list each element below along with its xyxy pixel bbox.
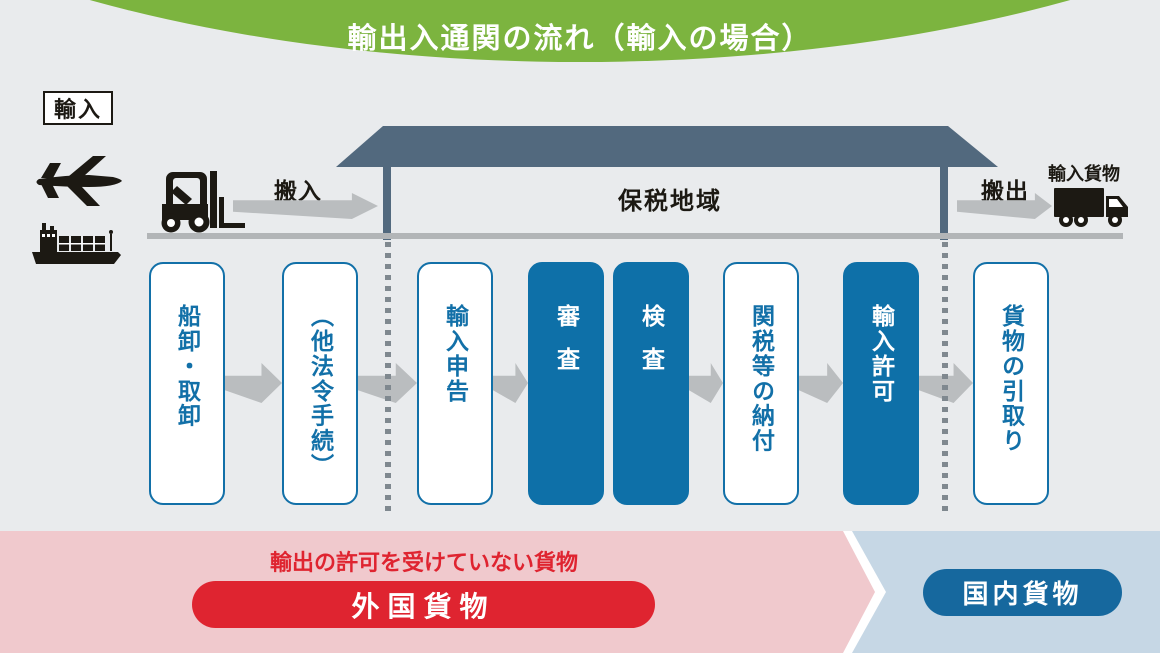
domestic-goods-pill: 国内貨物: [923, 569, 1122, 616]
step-label: （他法令手続）: [307, 304, 334, 478]
step-label: 輸入申告: [442, 304, 469, 404]
carry-out-label: 搬出: [981, 178, 1029, 204]
forklift-icon: [161, 171, 245, 233]
warehouse-right-pillar: [940, 165, 948, 240]
step-label: 船卸・取卸: [174, 304, 201, 429]
bonded-area-label: 保税地域: [618, 188, 722, 215]
step-box-cargo-pickup: 貨物の引取り: [973, 262, 1049, 505]
cargo-ship-icon: [32, 223, 121, 264]
flow-arrow: [689, 363, 723, 403]
truck-icon: [1054, 188, 1128, 227]
step-box-inspection: 検査: [613, 262, 689, 505]
foreign-goods-note: 輸出の許可を受けていない貨物: [269, 550, 578, 575]
foreign-goods-pill: 外国貨物: [192, 581, 655, 628]
step-label: 貨物の引取り: [998, 304, 1025, 454]
ground-line: [147, 233, 1123, 239]
flow-arrow: [493, 363, 528, 403]
boundary-dotted-line-left: [385, 242, 391, 514]
step-label: 関税等の納付: [748, 304, 775, 454]
import-tag: 輸入: [43, 91, 113, 125]
boundary-dotted-line-right: [942, 242, 948, 514]
step-label: 輸入許可: [868, 304, 895, 404]
step-box-duty-payment: 関税等の納付: [723, 262, 799, 505]
step-box-import-declaration: 輸入申告: [417, 262, 493, 505]
step-label: 検査: [638, 304, 665, 390]
carry-in-label: 搬入: [274, 178, 322, 204]
step-label: 審査: [553, 304, 580, 390]
step-box-unloading: 船卸・取卸: [149, 262, 225, 505]
step-box-examination: 審査: [528, 262, 604, 505]
warehouse-roof-icon: [336, 126, 998, 167]
warehouse-left-pillar: [383, 165, 391, 240]
airplane-icon: [36, 156, 122, 206]
step-box-import-permit: 輸入許可: [843, 262, 919, 505]
page-title: 輸出入通関の流れ（輸入の場合）: [347, 23, 813, 55]
flow-arrow: [799, 363, 843, 403]
step-box-other-law-procedures: （他法令手続）: [282, 262, 358, 505]
flow-arrow: [225, 363, 282, 403]
import-cargo-label: 輸入貨物: [1048, 164, 1120, 184]
